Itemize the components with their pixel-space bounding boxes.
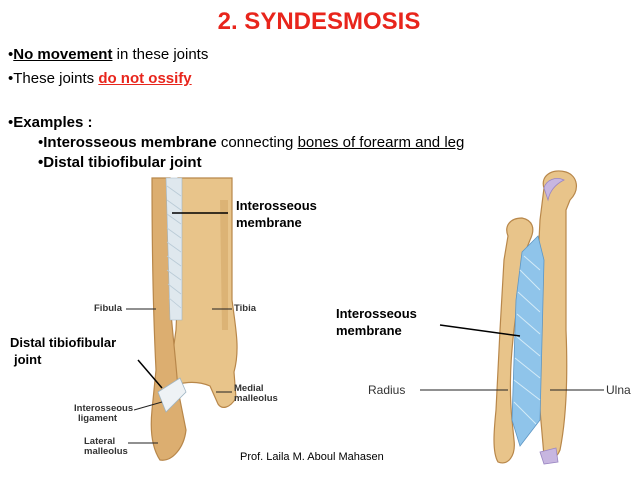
lateral-malleolus-line2: malleolus (84, 446, 128, 457)
bullet-no-movement: •No movement in these joints (8, 46, 208, 63)
no-movement-rest: in these joints (112, 46, 209, 63)
lateral-malleolus-label: Lateral malleolus (84, 437, 128, 457)
no-ossify-start: These joints (13, 70, 99, 87)
bullet-symbol: • (8, 114, 14, 131)
leg-bones-illustration (150, 177, 238, 461)
bullet-symbol: • (38, 134, 44, 151)
examples-heading: Examples : (13, 114, 93, 131)
leg-interosseous-callout: Interosseous membrane (236, 197, 317, 231)
interosseous-ligament-leader (133, 401, 163, 411)
slide-title: 2. SYNDESMOSIS (217, 8, 421, 35)
forearm-interosseous-membrane (511, 235, 545, 447)
bullet-symbol: • (38, 154, 44, 171)
leg-membrane-fibers (166, 185, 182, 309)
bullet-examples: •Examples : (8, 114, 92, 131)
interosseous-ligament-line2: ligament (78, 413, 118, 424)
author-credit: Prof. Laila M. Aboul Mahasen (240, 451, 384, 463)
medial-malleolus-line2: malleolus (234, 393, 278, 404)
example-interosseous: •Interosseous membrane connecting bones … (38, 134, 464, 151)
distal-joint-callout-line (137, 359, 163, 389)
bullet-symbol: • (8, 70, 14, 87)
bullet-symbol: • (8, 46, 14, 63)
medial-malleolus-line1: Medial (234, 383, 264, 394)
radius-label: Radius (368, 383, 406, 397)
ulna-cartilage (543, 178, 565, 202)
forearm-interosseous-callout-line1: Interosseous (336, 306, 417, 321)
distal-tibiofibular-callout: Distal tibiofibular joint (10, 334, 116, 368)
bullet-no-ossify: •These joints do not ossify (8, 70, 192, 87)
example1-bold: Interosseous membrane (43, 134, 217, 151)
no-ossify-text: do not ossify (98, 70, 192, 87)
forearm-membrane-callout-line (439, 324, 521, 337)
distal-callout-line1: Distal tibiofibular (10, 335, 117, 350)
tibia-label: Tibia (234, 303, 256, 314)
interosseous-ligament-label: Interosseous ligament (74, 404, 133, 424)
medial-malleolus-label: Medial malleolus (234, 384, 278, 404)
example1-mid: connecting (216, 134, 298, 151)
leg-interosseous-callout-line2: membrane (236, 215, 302, 230)
example-distal-tibiofibular: •Distal tibiofibular joint (38, 154, 202, 171)
interosseous-ligament (157, 377, 187, 413)
ulna-label: Ulna (606, 383, 631, 397)
leg-interosseous-callout-line1: Interosseous (236, 198, 317, 213)
interosseous-ligament-line1: Interosseous (74, 403, 134, 414)
example1-underlined: bones of forearm and leg (297, 134, 465, 151)
fibula-label: Fibula (94, 303, 122, 314)
distal-cartilage (539, 447, 559, 465)
forearm-membrane-fibers (513, 255, 541, 425)
radius-bone (493, 217, 534, 464)
distal-callout-line2: joint (14, 352, 42, 367)
lateral-malleolus-line1: Lateral (84, 436, 116, 447)
forearm-interosseous-callout-line2: membrane (336, 323, 402, 338)
forearm-interosseous-callout: Interosseous membrane (336, 305, 417, 339)
forearm-bones-illustration (493, 170, 577, 465)
example2-text: Distal tibiofibular joint (43, 154, 202, 171)
no-movement-text: No movement (13, 46, 113, 63)
